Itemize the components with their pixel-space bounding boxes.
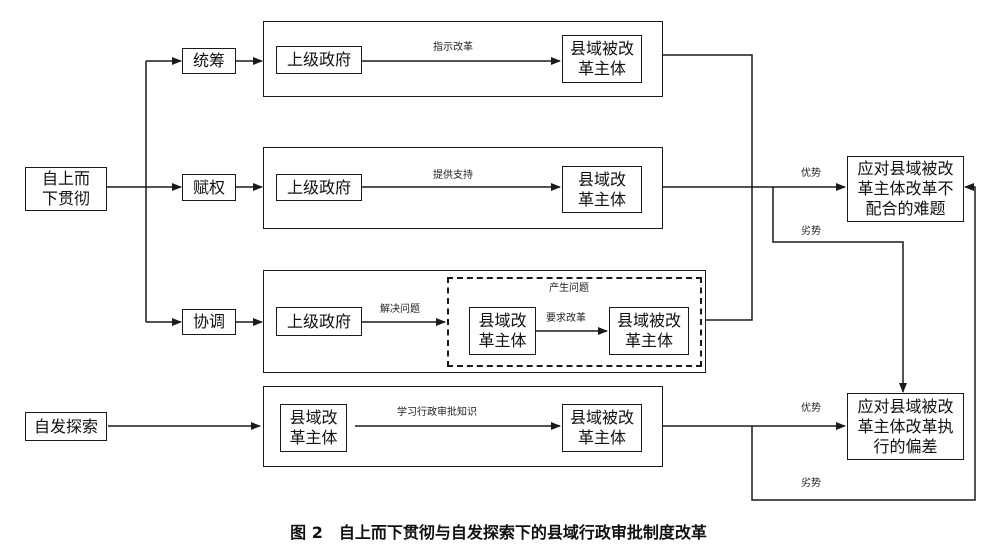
- node-county-reformed-1: 县域被改革主体: [562, 35, 642, 83]
- node-gov-1: 上级政府: [276, 46, 362, 74]
- node-xietiao: 协调: [182, 309, 236, 335]
- node-county-reform-2: 县域改革主体: [562, 166, 642, 213]
- node-top-down: 自上而下贯彻: [25, 167, 107, 211]
- label-solve: 解决问题: [380, 304, 420, 315]
- label-adv-1: 优势: [801, 168, 821, 179]
- label-demand: 要求改革: [546, 313, 586, 324]
- node-self-explore: 自发探索: [25, 412, 107, 441]
- frame-problem-dashed: [447, 277, 702, 367]
- label-dis-2: 劣势: [801, 478, 821, 489]
- edge-frame1-merge: [663, 54, 753, 187]
- label-support: 提供支持: [433, 170, 473, 181]
- label-arise: 产生问题: [549, 283, 589, 294]
- node-tongchou: 统筹: [182, 48, 236, 74]
- arrow-dis1: [772, 187, 907, 393]
- figure-caption: 图 2 自上而下贯彻与自发探索下的县域行政审批制度改革: [290, 523, 707, 542]
- frame-xietiao: [263, 270, 706, 373]
- frame-tongchou: [263, 21, 663, 97]
- node-gov-2: 上级政府: [276, 174, 362, 201]
- label-instruct: 指示改革: [433, 42, 473, 53]
- node-county-reformed-4: 县域被改革主体: [562, 404, 642, 452]
- label-learn: 学习行政审批知识: [397, 407, 477, 418]
- node-fuquan: 赋权: [182, 174, 236, 201]
- node-outcome-uncooperative: 应对县域被改革主体改革不配合的难题: [847, 156, 964, 222]
- label-dis-1: 劣势: [801, 226, 821, 237]
- node-county-reformed-3: 县域被改革主体: [609, 307, 689, 355]
- frame-selfexplore: [263, 386, 663, 467]
- node-county-reform-3: 县域改革主体: [469, 307, 536, 355]
- arrow-dis2: [751, 183, 976, 501]
- edge-frame3-merge: [706, 187, 753, 321]
- node-county-reform-4: 县域改革主体: [280, 404, 347, 452]
- node-outcome-deviation: 应对县域被改革主体改革执行的偏差: [847, 393, 964, 460]
- label-adv-2: 优势: [801, 403, 821, 414]
- frame-fuquan: [263, 147, 663, 229]
- node-gov-3: 上级政府: [276, 307, 362, 336]
